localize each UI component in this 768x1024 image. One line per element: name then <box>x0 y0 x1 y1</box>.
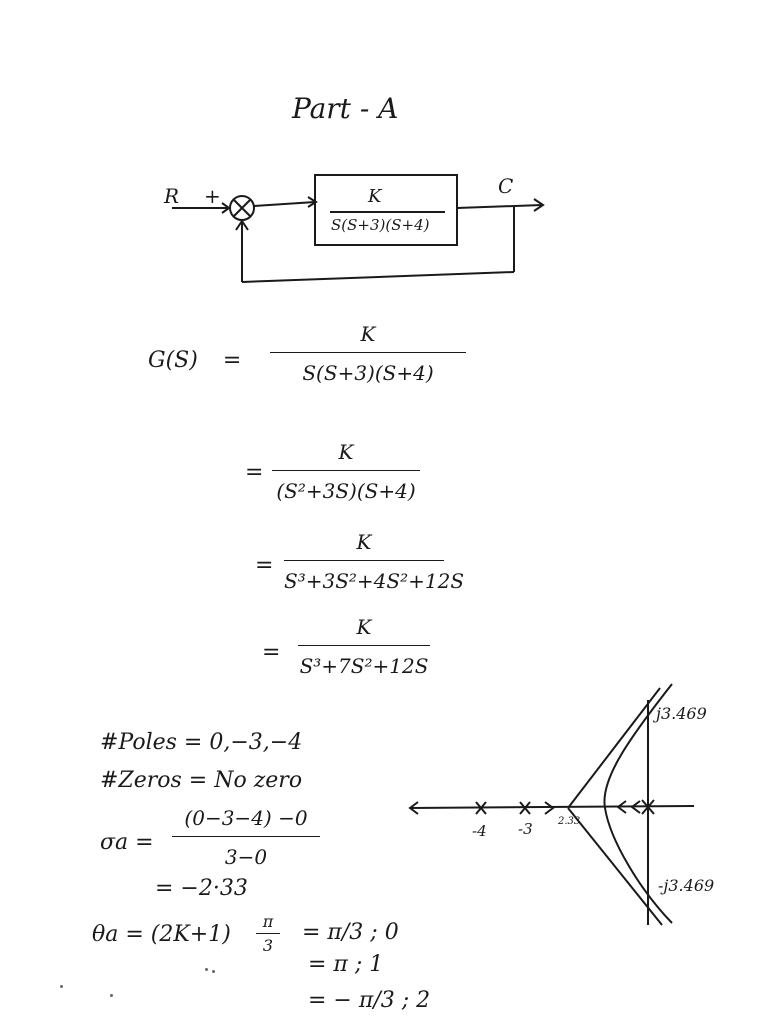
pen-dot <box>60 985 63 988</box>
input-label-r: R <box>164 184 180 208</box>
pen-dot <box>212 970 215 973</box>
theta-line-1: = π ; 1 <box>308 952 384 977</box>
fraction-step-2-num: K <box>338 440 354 464</box>
fraction-step-1-den: S(S+3)(S+4) <box>302 361 434 385</box>
theta-line-0: = π/3 ; 0 <box>302 920 399 945</box>
g-of-s-text: G(S) <box>148 348 198 373</box>
tick-label-centroid: 2.33 <box>558 816 581 827</box>
theta-label: θa = (2K+1) <box>92 922 231 947</box>
sigma-fraction: (0−3−4) −0 3−0 <box>172 806 320 869</box>
theta-fraction-num: π <box>262 912 274 931</box>
g-of-s-label: G(S) = <box>148 348 241 373</box>
output-label-c: C <box>498 174 514 198</box>
pen-dot <box>205 968 208 971</box>
equals-sign: = <box>222 348 242 373</box>
transfer-block <box>314 174 458 246</box>
block-denominator: S(S+3)(S+4) <box>331 216 430 234</box>
equals-step-3: = <box>255 553 274 578</box>
page-title: Part - A <box>292 92 399 125</box>
sigma-denominator: 3−0 <box>224 845 268 869</box>
theta-line-2: = − π/3 ; 2 <box>308 988 431 1013</box>
block-diagram <box>172 174 545 283</box>
fraction-step-4-den: S³+7S²+12S <box>299 654 429 678</box>
fraction-step-3-num: K <box>356 530 372 554</box>
sigma-result: = −2·33 <box>155 876 248 901</box>
plus-sign: + <box>204 184 221 208</box>
pen-dot <box>110 994 113 997</box>
theta-fraction-den: 3 <box>262 936 274 955</box>
fraction-step-4: K S³+7S²+12S <box>298 615 430 678</box>
poles-line: #Poles = 0,−3,−4 <box>100 730 303 755</box>
lower-jw-intercept: -j3.469 <box>658 876 715 895</box>
fraction-step-2: K (S²+3S)(S+4) <box>272 440 420 503</box>
equals-step-2: = <box>245 460 264 485</box>
theta-fraction: π 3 <box>256 912 280 955</box>
equals-step-4: = <box>262 640 281 665</box>
tick-label-minus-3: -3 <box>518 820 533 838</box>
fraction-step-3: K S³+3S²+4S²+12S <box>284 530 465 593</box>
tick-label-minus-4: -4 <box>472 822 487 840</box>
fraction-step-3-den: S³+3S²+4S²+12S <box>284 569 465 593</box>
fraction-step-2-den: (S²+3S)(S+4) <box>276 479 416 503</box>
fraction-step-1-num: K <box>360 322 376 346</box>
zeros-line: #Zeros = No zero <box>100 768 303 793</box>
sigma-label: σa = <box>100 830 154 855</box>
fraction-step-4-num: K <box>356 615 372 639</box>
block-numerator: K <box>368 186 382 207</box>
fraction-step-1: K S(S+3)(S+4) <box>270 322 466 385</box>
sigma-numerator: (0−3−4) −0 <box>184 806 308 830</box>
upper-jw-intercept: j3.469 <box>656 704 707 723</box>
